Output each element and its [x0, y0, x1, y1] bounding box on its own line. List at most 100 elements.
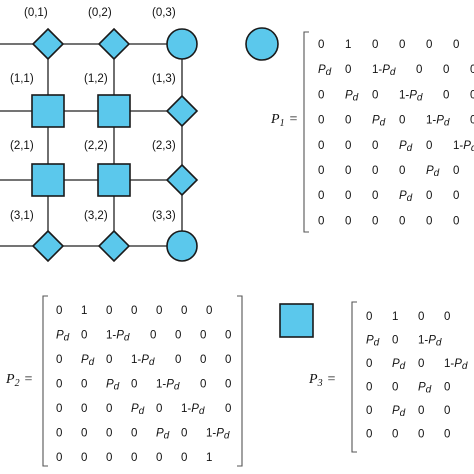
matrix-cell: 0 [106, 305, 112, 317]
matrix-cell: 0 [418, 405, 424, 417]
matrix-cell: 0 [372, 190, 378, 202]
matrix-cell: 0 [131, 452, 137, 464]
matrix-cell: 0 [345, 115, 351, 127]
matrix-cell: 1-Pd [206, 428, 230, 442]
matrix-cell: 0 [106, 452, 112, 464]
matrix-cell: 0 [181, 428, 187, 440]
node-label: (1,1) [10, 73, 34, 85]
p2-name: P2= [5, 372, 33, 389]
matrix-cell: 0 [426, 140, 432, 152]
node-label: (3,2) [84, 210, 108, 222]
matrix-cell: 1 [81, 305, 87, 317]
matrix-cell: 0 [444, 405, 450, 417]
matrix-cell: 1-Pd [372, 64, 396, 78]
matrix-cell: 0 [426, 39, 432, 51]
matrix-cell: 0 [392, 429, 398, 441]
matrix-cell: 0 [366, 429, 372, 441]
matrix-cell: 0 [106, 403, 112, 415]
matrix-cell: 0 [56, 379, 62, 391]
matrix-cell: 0 [106, 354, 112, 366]
matrix-cell: 0 [444, 311, 450, 323]
matrix-cell: Pd [418, 382, 432, 396]
matrix-cell: 0 [372, 215, 378, 227]
matrix-cell: 0 [318, 165, 324, 177]
matrix-cell: Pd [426, 165, 440, 179]
matrix-cell: 0 [399, 215, 405, 227]
node-1-1-square [31, 94, 65, 128]
matrix-cell: 0 [392, 335, 398, 347]
matrix-cell: Pd [399, 140, 413, 154]
matrix-cell: 0 [453, 39, 459, 51]
matrix-cell: 0 [106, 428, 112, 440]
node-2-3-diamond [165, 163, 199, 197]
matrix-cell: 0 [345, 140, 351, 152]
matrix-cell: Pd [345, 89, 359, 103]
matrix-cell: 0 [372, 39, 378, 51]
matrix-cell: 0 [175, 330, 181, 342]
matrix-cell: 0 [345, 64, 351, 76]
matrix-cell: 0 [399, 39, 405, 51]
matrix-cell: 0 [56, 403, 62, 415]
matrix-cell: 0 [366, 405, 372, 417]
node-label: (1,3) [152, 73, 176, 85]
matrix-cell: 0 [225, 330, 231, 342]
matrix-cell: 0 [453, 190, 459, 202]
matrix-cell: 0 [418, 429, 424, 441]
matrix-cell: 0 [56, 428, 62, 440]
p2-left-bracket [42, 295, 48, 467]
matrix-cell: 0 [81, 452, 87, 464]
matrix-cell: 0 [426, 190, 432, 202]
matrix-cell: Pd [156, 428, 170, 442]
matrix-cell: 0 [156, 305, 162, 317]
matrix-cell: Pd [106, 379, 120, 393]
matrix-cell: 0 [56, 305, 62, 317]
matrix-cell: 1-Pd [181, 403, 205, 417]
matrix-cell: 0 [81, 379, 87, 391]
matrix-cell: 0 [453, 215, 459, 227]
matrix-cell: 0 [200, 379, 206, 391]
p3-left-bracket [351, 301, 357, 453]
matrix-cell: 0 [81, 428, 87, 440]
node-label: (1,2) [84, 73, 108, 85]
matrix-cell: 1-Pd [131, 354, 155, 368]
matrix-cell: Pd [318, 64, 332, 78]
matrix-cell: 0 [318, 39, 324, 51]
node-3-1-diamond [31, 229, 65, 263]
node-label: (2,2) [84, 140, 108, 152]
matrix-cell: Pd [372, 115, 386, 129]
matrix-cell: 0 [56, 452, 62, 464]
matrix-cell: 0 [372, 165, 378, 177]
node-label: (2,3) [152, 140, 176, 152]
p3-name: P3= [308, 372, 336, 389]
matrix-cell: 0 [443, 89, 449, 101]
matrix-cell: Pd [81, 354, 95, 368]
matrix-cell: 0 [156, 452, 162, 464]
matrix-cell: 0 [225, 379, 231, 391]
matrix-cell: 1-Pd [426, 115, 450, 129]
matrix-cell: 0 [366, 311, 372, 323]
grid-nodes [31, 27, 199, 263]
matrix-cell: 0 [206, 305, 212, 317]
node-label: (0,3) [152, 7, 176, 19]
node-3-2-diamond [97, 229, 131, 263]
matrix-cell: 0 [443, 64, 449, 76]
matrix-cell: 1-Pd [106, 330, 130, 344]
matrix-cell: 0 [225, 403, 231, 415]
p1-left-bracket [303, 31, 309, 233]
matrix-cell: 0 [372, 140, 378, 152]
matrix-cell: 0 [399, 165, 405, 177]
node-2-2-square [97, 163, 131, 197]
matrix-cell: 0 [392, 382, 398, 394]
node-label: (3,3) [152, 210, 176, 222]
matrix-cell: 0 [453, 165, 459, 177]
matrix-cell: 0 [416, 64, 422, 76]
node-label: (3,1) [10, 210, 34, 222]
node-1-3-diamond [165, 94, 199, 128]
matrix-cell: 0 [345, 215, 351, 227]
matrix-cell: 0 [156, 403, 162, 415]
p2-right-bracket [237, 295, 243, 467]
matrix-cell: 0 [318, 215, 324, 227]
